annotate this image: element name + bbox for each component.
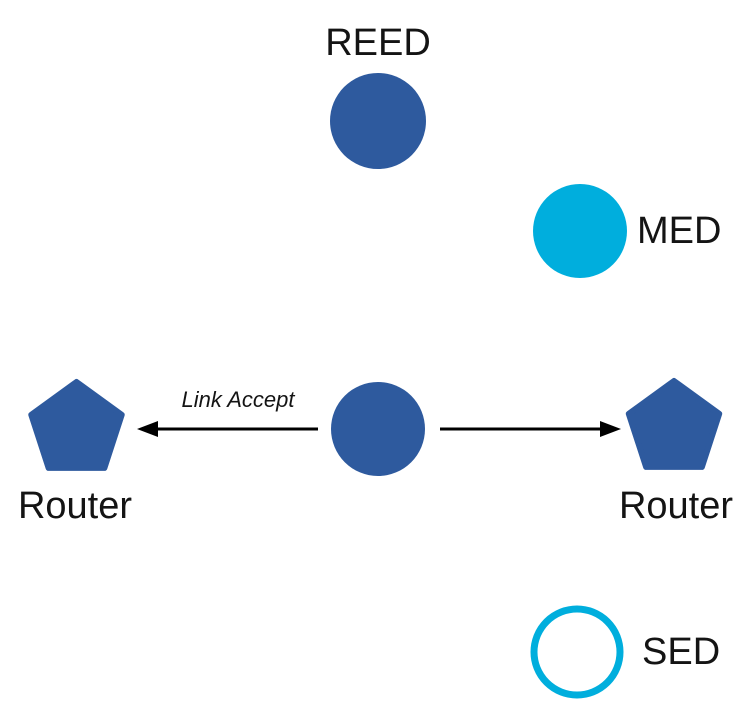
router-right-pentagon — [625, 378, 723, 470]
link-accept-edge-label: Link Accept — [181, 387, 295, 412]
reed-node-label: REED — [325, 22, 431, 64]
med-node-label: MED — [637, 210, 722, 252]
right-arrow — [440, 421, 621, 437]
left-arrowhead — [137, 421, 158, 437]
router-right-node-label: Router — [618, 485, 734, 527]
router-left-pentagon — [28, 379, 125, 471]
left-arrow — [137, 421, 318, 437]
sed-node-label: SED — [642, 631, 721, 673]
right-arrowhead — [600, 421, 621, 437]
sed-node-ring — [530, 605, 624, 699]
router-left-node-label: Router — [17, 485, 133, 527]
med-node-circle — [533, 184, 627, 278]
reed-node-circle — [330, 73, 426, 169]
center-node-circle — [331, 382, 425, 476]
